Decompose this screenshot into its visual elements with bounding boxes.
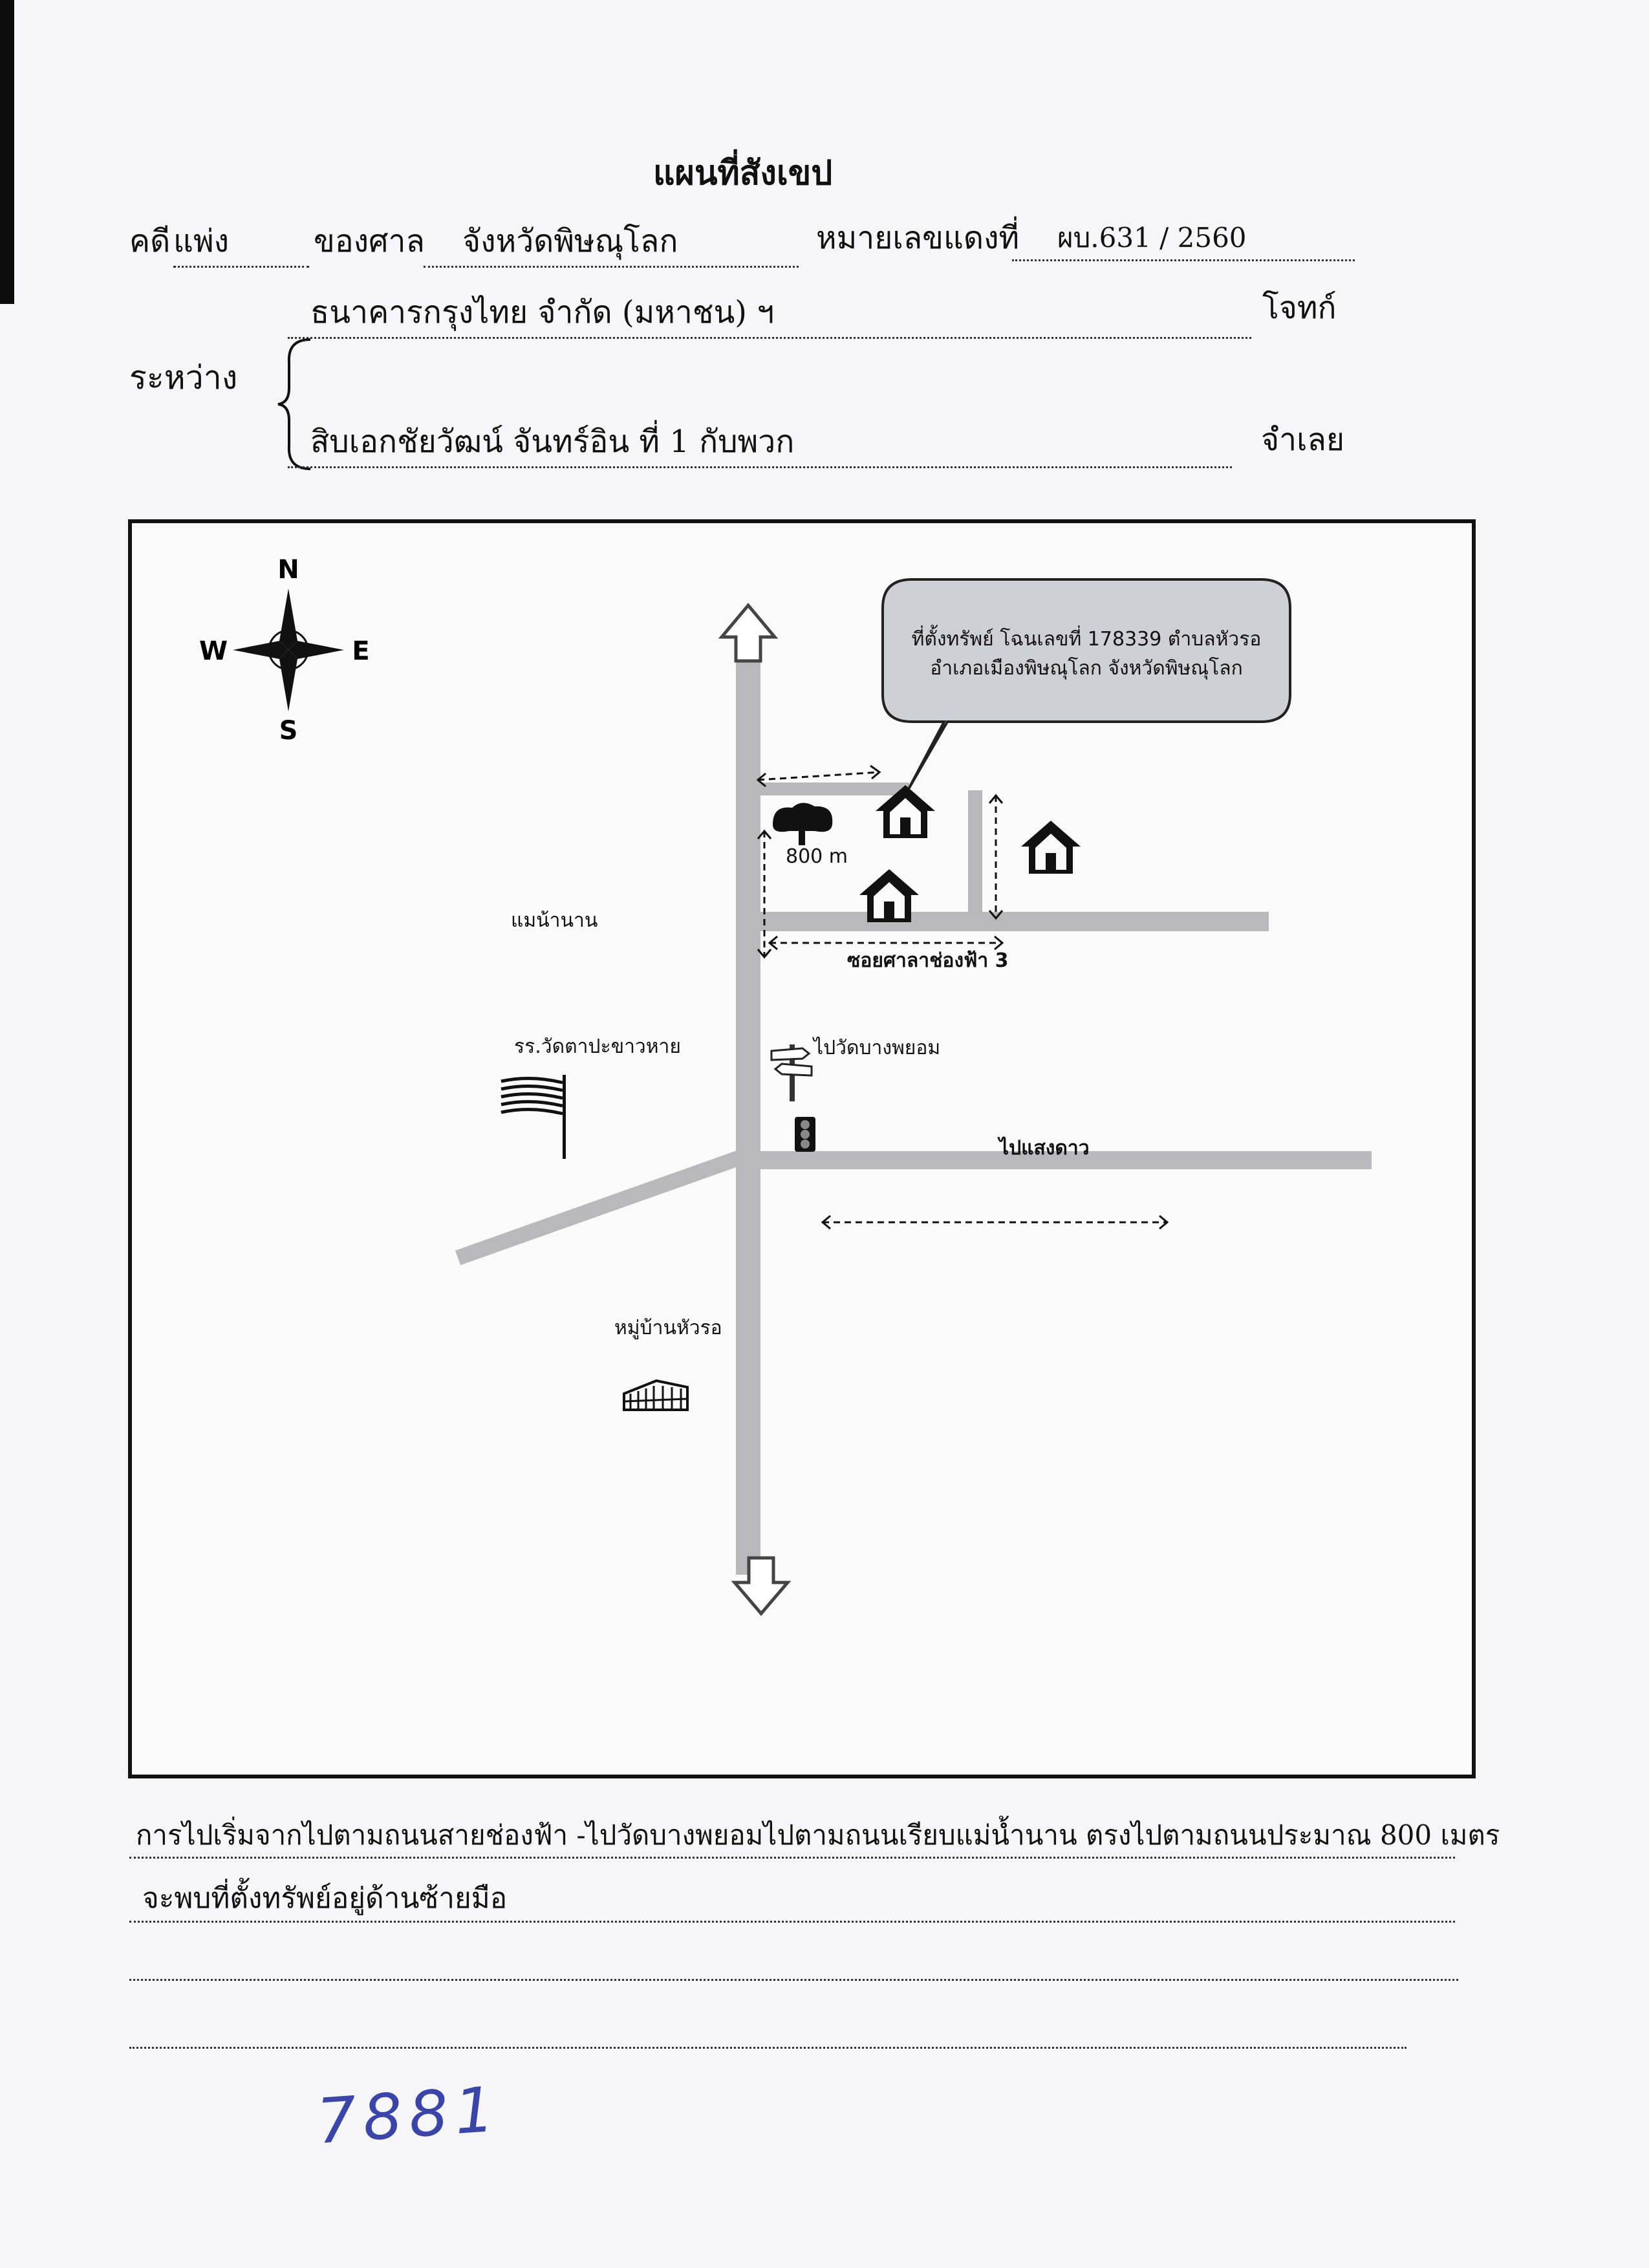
page-title: แผนที่สังเขป	[653, 153, 833, 193]
compass-icon: N S W E	[199, 555, 370, 746]
red-number-value: ผบ.631 / 2560	[1012, 217, 1355, 261]
house-icon-3	[859, 869, 919, 922]
arrow-down-icon	[731, 1556, 792, 1616]
blank-line-2	[129, 2014, 1406, 2049]
callout-line1: ที่ตั้งทรัพย์ โฉนเลขที่ 178339 ตำบลหัวรอ	[911, 628, 1262, 651]
soi-label: ซอยศาลาช่องฟ้า 3	[847, 949, 1009, 972]
directions-line1: การไปเริ่มจากไปตามถนนสายช่องฟ้า -ไปวัดบา…	[129, 1814, 1500, 1859]
scan-edge	[0, 0, 14, 304]
court-value: จังหวัดพิษณุโลก	[424, 217, 799, 268]
arrow-up-icon	[718, 603, 779, 663]
case-type: แพ่ง	[173, 217, 309, 268]
defendant-role: จำเลย	[1261, 422, 1345, 458]
plaintiff-name: ธนาคารกรุงไทย จำกัด (มหาชน) ฯ	[288, 288, 1251, 339]
flag-icon	[501, 1075, 566, 1159]
compass-w: W	[199, 636, 228, 666]
branch-road-top	[760, 783, 909, 795]
wat-label: ไปวัดบางพยอม	[814, 1037, 941, 1059]
school-label: รร.วัดตาปะขาวหาย	[514, 1035, 681, 1058]
red-number-label: หมายเลขแดงที่	[816, 220, 1020, 256]
dimension-arrows	[756, 764, 1004, 959]
compass-s: S	[279, 716, 298, 746]
blank-line-1	[129, 1947, 1458, 1981]
building-icon	[623, 1379, 689, 1411]
distance-label: 800 m	[786, 845, 848, 868]
defendant-name: สิบเอกชัยวัฒน์ จันทร์อิน ที่ 1 กับพวก	[288, 417, 1232, 468]
compass-n: N	[277, 555, 299, 585]
case-label: คดี	[129, 223, 171, 259]
diagonal-road	[455, 1149, 747, 1266]
dimension-arrow-sangdao	[821, 1215, 1169, 1230]
village-label: หมู่บ้านหัวรอ	[614, 1317, 722, 1339]
tree-icon	[773, 803, 833, 845]
property-callout	[881, 578, 1291, 790]
sangdao-label: ไปแสงดาว	[999, 1137, 1090, 1160]
sangdao-road	[760, 1151, 1372, 1169]
directions-line2: จะพบที่ตั้งทรัพย์อยู่ด้านซ้ายมือ	[129, 1875, 1455, 1923]
brace-icon	[277, 338, 311, 470]
house-icon	[876, 785, 935, 838]
soi-road	[760, 912, 1269, 931]
handwritten-number: 7881	[314, 2073, 503, 2158]
signpost-icon	[770, 1044, 813, 1101]
branch-road-vertical	[968, 790, 982, 920]
court-label: ของศาล	[314, 223, 425, 259]
main-road	[736, 656, 760, 1575]
traffic-light-icon	[795, 1117, 815, 1152]
house-icon-2	[1021, 821, 1081, 874]
river-label: แมน้านาน	[511, 909, 598, 932]
plaintiff-role: โจทก์	[1262, 290, 1337, 326]
between-label: ระหว่าง	[129, 359, 238, 396]
compass-e: E	[352, 636, 369, 666]
callout-line2: อำเภอเมืองพิษณุโลก จังหวัดพิษณุโลก	[930, 657, 1243, 680]
